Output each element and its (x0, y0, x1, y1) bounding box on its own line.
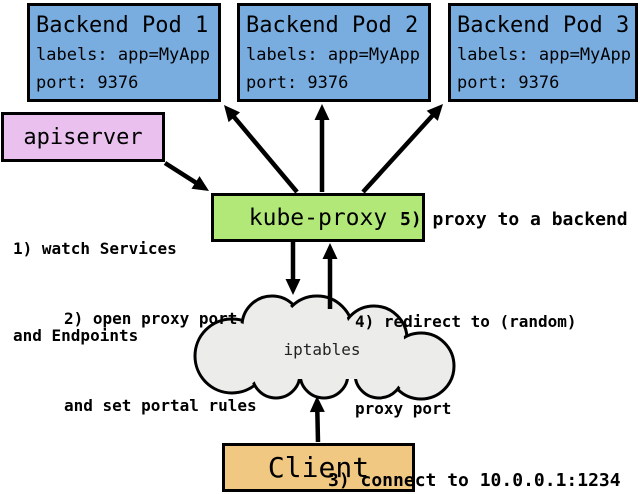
step2-line2: and set portal rules (64, 396, 257, 415)
pod-labels: labels: app=MyApp (36, 45, 210, 65)
step1-annotation: 1) watch Services and Endpoints (13, 176, 177, 408)
apiserver-label: apiserver (23, 124, 143, 150)
step5-annotation: 5) proxy to a backend (400, 147, 628, 292)
pod-title: Backend Pod 3 (457, 13, 630, 38)
step1-line2: and Endpoints (13, 326, 139, 345)
kube-proxy-label: kube-proxy (248, 204, 388, 231)
backend-pod-1-box: Backend Pod 1 labels: app=MyApp port: 93… (27, 3, 221, 102)
client-box: Client (222, 443, 415, 492)
client-label: Client (267, 451, 370, 484)
step4-line2: proxy port (355, 399, 452, 418)
step4-annotation: 4) redirect to (random) proxy port (355, 249, 577, 481)
step2-annotation: 2) open proxy port and set portal rules (64, 246, 257, 478)
step5-line1: 5) proxy to a backend (400, 209, 628, 230)
backend-pod-2-box: Backend Pod 2 labels: app=MyApp port: 93… (237, 3, 431, 102)
pod-title: Backend Pod 2 (246, 13, 419, 38)
kube-proxy-box: kube-proxy (211, 193, 425, 242)
step4-line1: 4) redirect to (random) (355, 312, 577, 331)
step2-line1: 2) open proxy port (64, 309, 238, 328)
iptables-cloud (184, 284, 464, 409)
apiserver-box: apiserver (1, 112, 165, 162)
pod-port: port: 9376 (36, 73, 139, 93)
iptables-label: iptables (283, 340, 361, 359)
cloud-shape (193, 294, 456, 401)
step3-annotation: 3) connect to 10.0.0.1:1234 (328, 408, 621, 494)
step1-line1: 1) watch Services (13, 239, 177, 258)
pod-labels: labels: app=MyApp (246, 45, 420, 65)
pod-labels: labels: app=MyApp (457, 45, 631, 65)
pod-port: port: 9376 (457, 73, 560, 93)
step3-line1: 3) connect to 10.0.0.1:1234 (328, 470, 621, 491)
backend-pod-3-box: Backend Pod 3 labels: app=MyApp port: 93… (448, 3, 638, 102)
pod-title: Backend Pod 1 (36, 13, 209, 38)
pod-port: port: 9376 (246, 73, 349, 93)
